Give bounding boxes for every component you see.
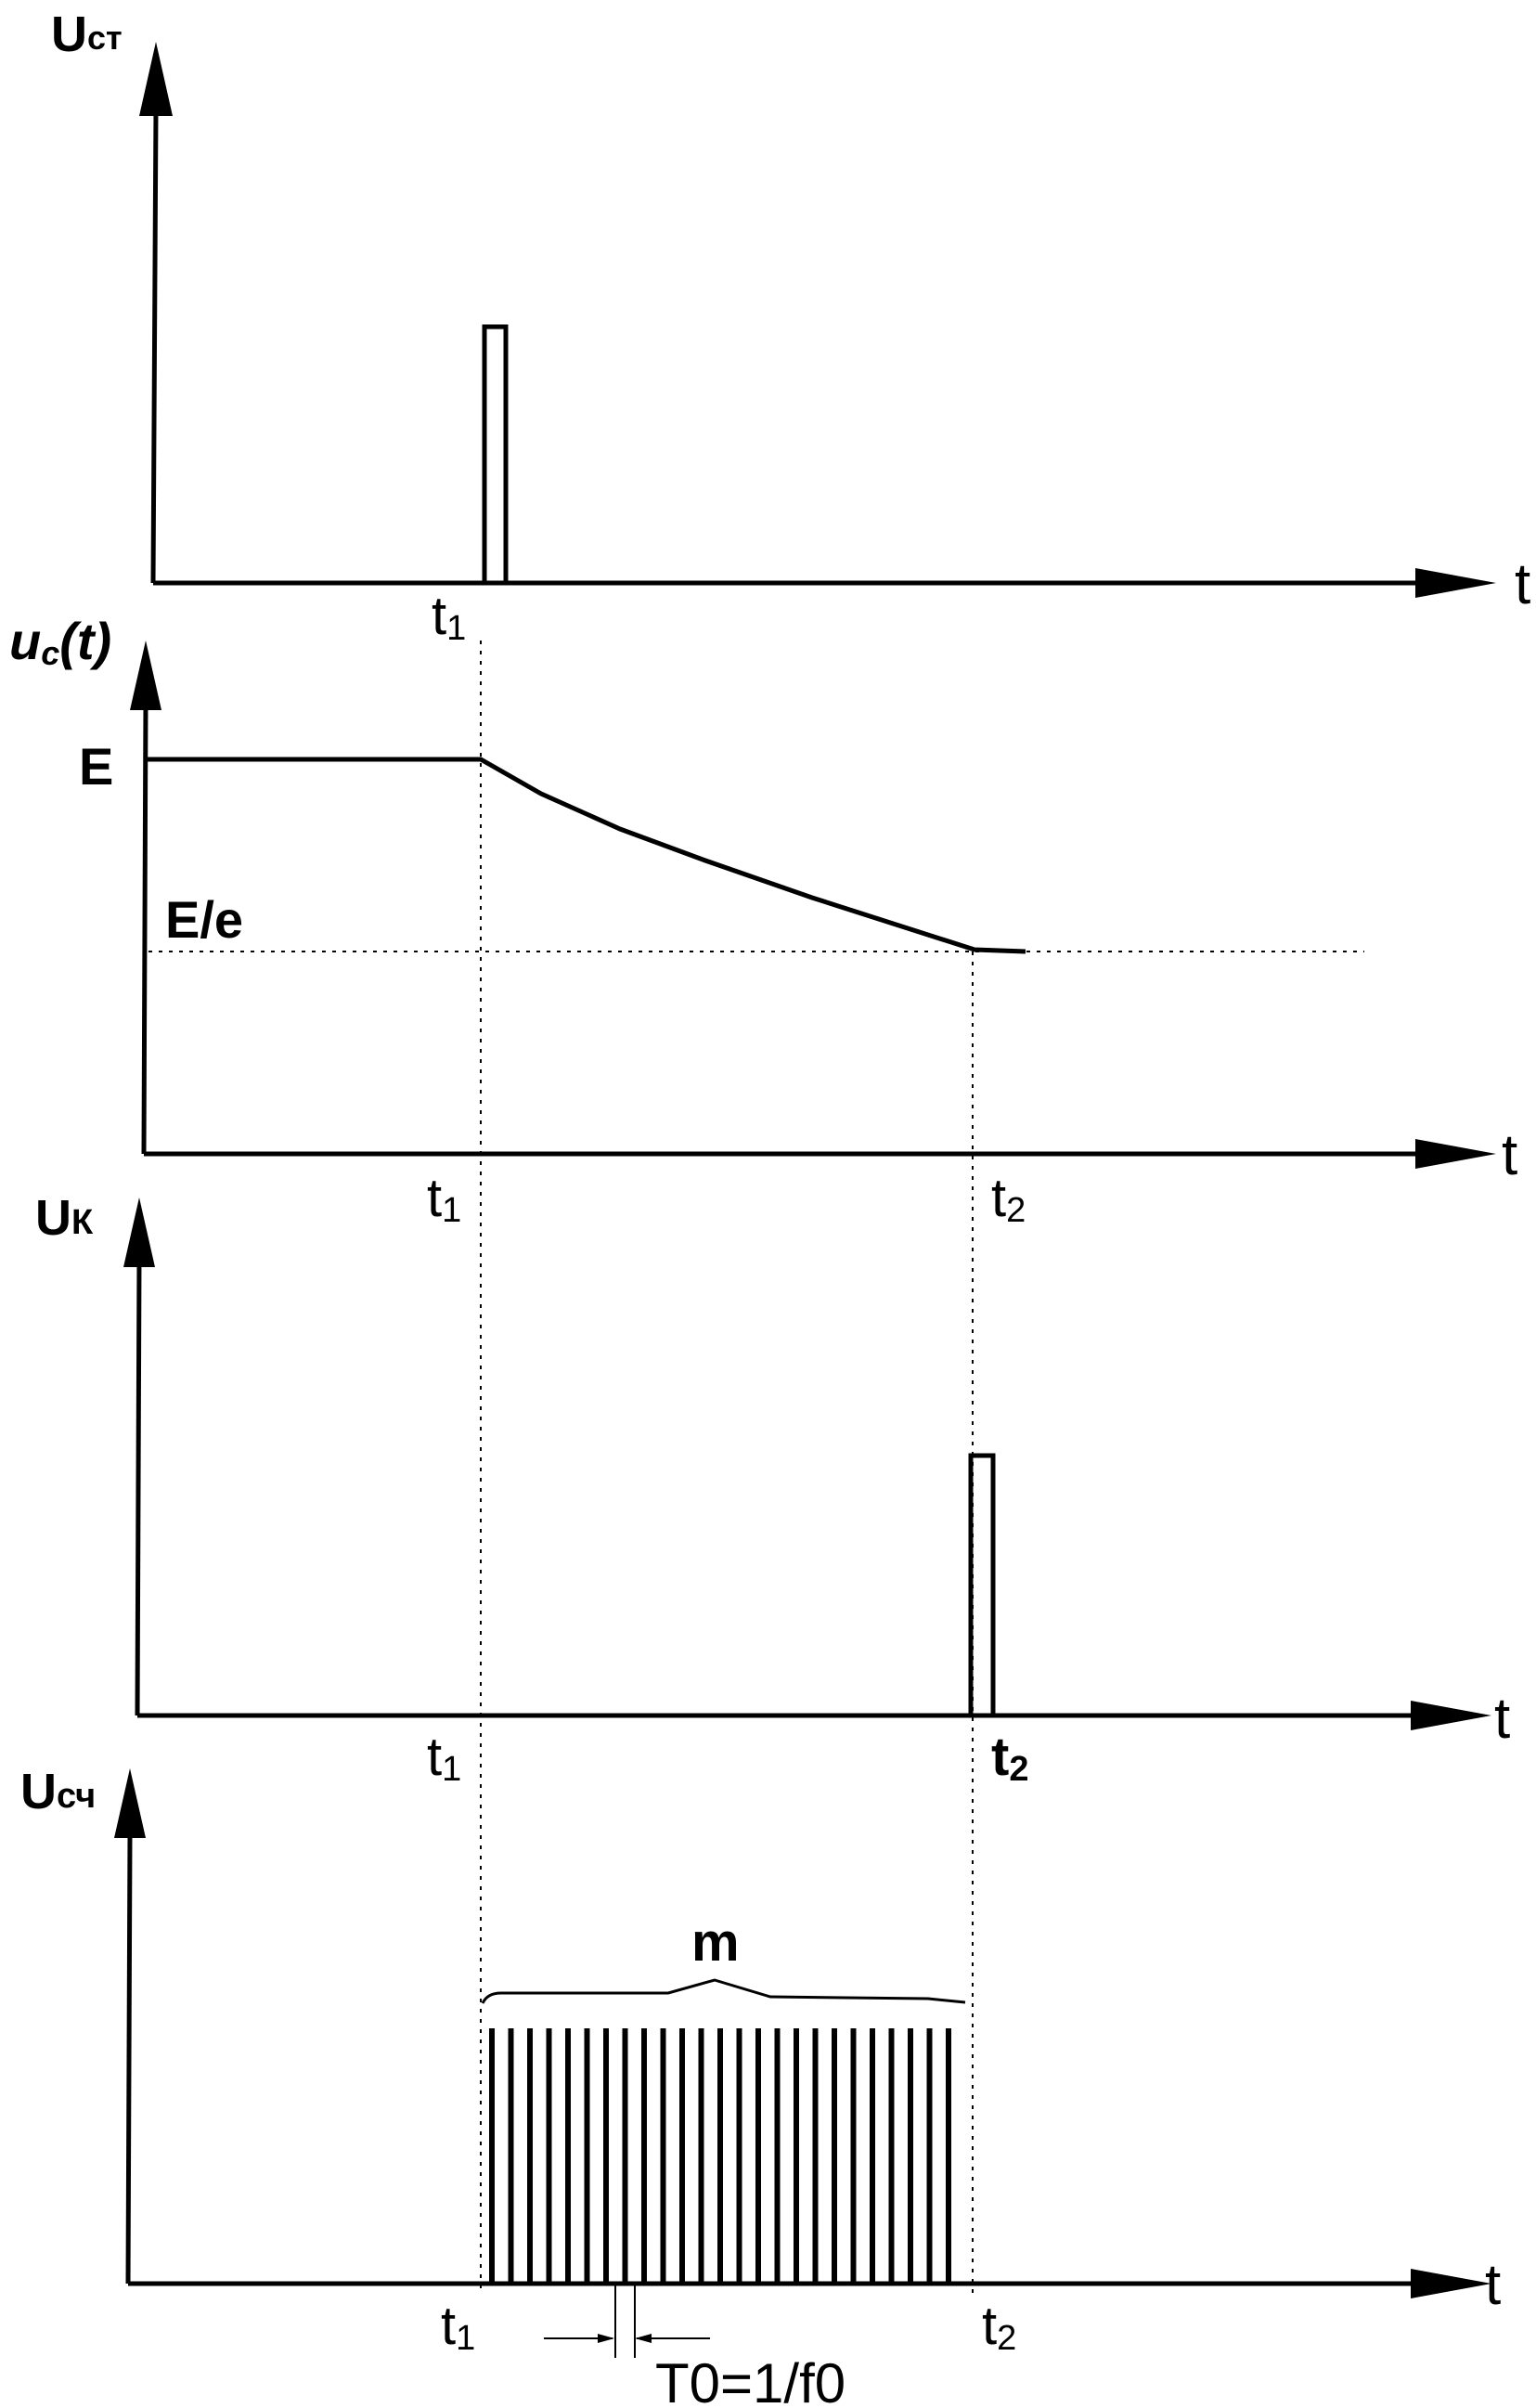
x-axis-arrowhead — [1411, 2269, 1491, 2298]
y-axis — [141, 700, 148, 1155]
y-axis-arrowhead — [123, 1198, 155, 1267]
x-label: t — [1502, 1123, 1517, 1187]
pulse-train — [489, 2028, 951, 2284]
reference-lines — [480, 641, 974, 2293]
y-label: Uст — [51, 6, 123, 62]
x-label: t — [1485, 2253, 1501, 2317]
x-axis-arrowhead — [1415, 568, 1496, 598]
y-axis-arrowhead — [130, 641, 161, 710]
period-arrowhead-right — [635, 2334, 652, 2343]
t1-label: t1 — [441, 2296, 475, 2358]
period-label: T0=1/f0 — [655, 2352, 845, 2408]
period-arrowhead-left — [598, 2334, 614, 2343]
t2-label: t2 — [991, 1727, 1028, 1789]
t2-label: t2 — [982, 2296, 1016, 2358]
brace-m — [481, 1978, 966, 2004]
panel-capacitor-voltage: uc(t) E E/e t t1 t2 — [9, 612, 1517, 1230]
y-axis — [150, 109, 159, 584]
y-label: UК — [35, 1190, 94, 1246]
x-axis-arrowhead — [1415, 1139, 1496, 1169]
y-axis — [135, 1257, 142, 1716]
y-axis — [125, 1832, 133, 2285]
panel-counter-pulses: Uсч m t t1 t2 T0=1/f0 — [20, 1764, 1501, 2408]
discharge-curve — [144, 757, 1026, 954]
y-label: Uсч — [20, 1764, 96, 1819]
stop-pulse — [968, 1453, 996, 1715]
x-label: t — [1515, 552, 1530, 616]
y-label: uc(t) — [9, 612, 111, 672]
x-label: t — [1494, 1687, 1510, 1751]
level-e-label: E — [79, 737, 113, 796]
level-e-over-e-label: E/e — [165, 890, 243, 949]
panel-comparator-output: UК t t1 t2 — [35, 1190, 1510, 1789]
t1-label: t1 — [427, 1727, 461, 1789]
panel-start-pulse: Uст t t1 — [51, 6, 1530, 648]
t1-label: t1 — [432, 586, 466, 648]
y-axis-arrowhead — [139, 42, 173, 116]
start-pulse — [482, 324, 509, 583]
y-axis-arrowhead — [114, 1768, 146, 1838]
t2-label: t2 — [991, 1168, 1026, 1230]
t1-label: t1 — [427, 1168, 461, 1230]
x-axis-arrowhead — [1411, 1701, 1491, 1730]
pulses-label: m — [691, 1912, 740, 1973]
